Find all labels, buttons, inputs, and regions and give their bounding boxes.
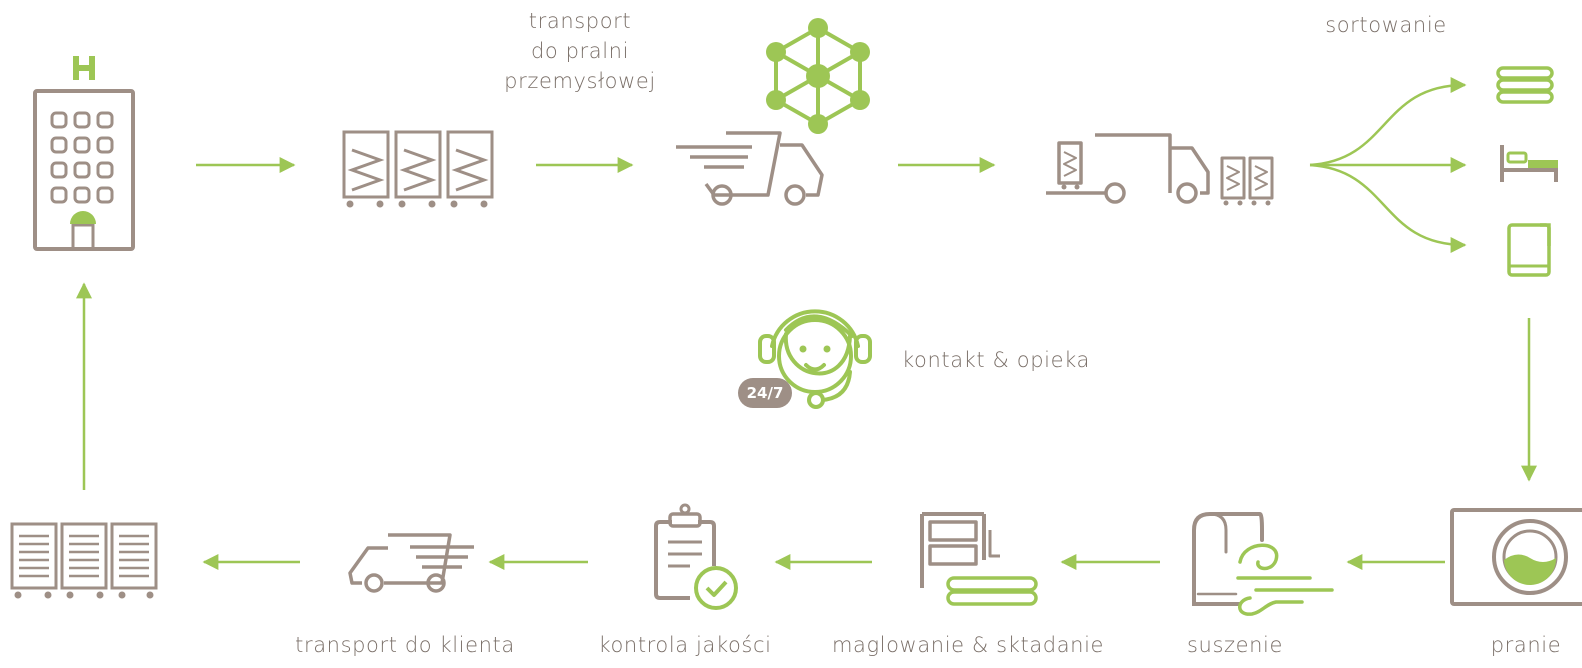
delivery-truck-icon — [676, 131, 824, 206]
flow-arrows — [76, 77, 1537, 570]
label-drying: suszenie — [1187, 633, 1283, 657]
support-agent-icon — [738, 309, 872, 409]
label-transport-to-client: transport do klienta — [295, 633, 515, 657]
network-icon — [766, 18, 870, 134]
clean-carts-icon — [10, 522, 158, 599]
drying-icon — [1192, 512, 1334, 616]
hotel-icon — [33, 56, 135, 251]
arrow-sort-napkin — [1309, 163, 1467, 253]
return-truck-icon — [348, 533, 474, 593]
washing-machine-icon — [1450, 508, 1582, 606]
bed-icon — [1500, 145, 1558, 182]
mangle-icon — [920, 512, 1038, 606]
clipboard-check-icon — [654, 503, 738, 610]
label-quality-control: kontrola jakości — [598, 633, 772, 657]
loading-truck-icon — [1046, 133, 1274, 206]
napkin-icon — [1507, 223, 1551, 277]
badge-24-7 — [738, 378, 792, 408]
label-transport-to-laundry: transport do pralni przemysłowej — [504, 9, 656, 93]
towels-icon — [1496, 66, 1554, 104]
label-sorting: sortowanie — [1325, 13, 1447, 37]
arrow-sort-towels — [1309, 77, 1467, 167]
label-washing: pranie — [1490, 633, 1562, 657]
label-contact: kontakt & opieka — [902, 348, 1090, 372]
badge-text: 24/7 — [746, 384, 784, 402]
laundry-carts-icon — [342, 130, 494, 208]
label-mangling: maglowanie & sktadanie — [831, 633, 1105, 657]
